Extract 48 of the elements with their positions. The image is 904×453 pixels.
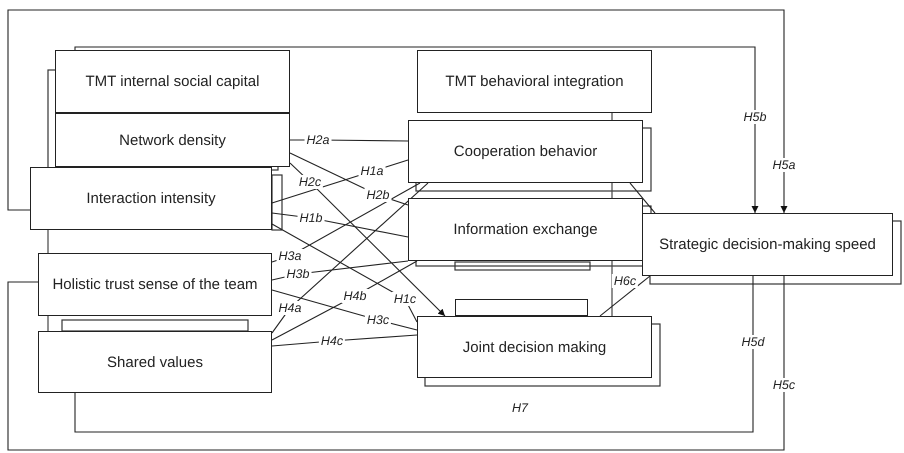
concept-box — [642, 213, 893, 276]
node-label: Joint decision making — [462, 338, 606, 356]
empty-box — [455, 299, 588, 316]
connector-line — [7, 276, 785, 451]
arrow — [74, 46, 758, 213]
edge-label: H5d — [740, 335, 766, 349]
node-label: Cooperation behavior — [454, 143, 598, 160]
arrow — [7, 9, 788, 213]
concept-box — [55, 50, 290, 113]
edge-label: H2b — [364, 188, 392, 202]
edge-label: H2c — [296, 175, 324, 189]
connector-line — [272, 224, 418, 322]
node-label: Network density — [119, 132, 226, 148]
node-label: Interaction intensity — [86, 190, 216, 207]
concept-box — [38, 331, 272, 393]
node-label: TMT behavioral integration — [445, 73, 624, 90]
edge-label: H4a — [276, 301, 304, 315]
concept-box — [38, 253, 272, 316]
connector-line — [600, 276, 650, 316]
edge-label: H2a — [304, 133, 332, 147]
arrow — [290, 162, 446, 316]
edge-label: H6c — [612, 274, 638, 288]
concept-box — [408, 120, 643, 183]
connector-line — [74, 276, 754, 433]
concept-box — [30, 167, 272, 230]
connector-line — [630, 182, 656, 214]
edge-label: H4c — [318, 334, 346, 348]
edge-label: H3b — [284, 267, 312, 281]
edge-label: H4b — [342, 289, 368, 303]
node-label: Information exchange — [453, 221, 598, 238]
edge-label: H5b — [742, 110, 768, 124]
node-label: Shared values — [107, 354, 203, 370]
edge-label: H5c — [770, 378, 798, 392]
connector-line — [272, 182, 428, 334]
concept-box — [417, 316, 652, 378]
concept-box — [417, 50, 652, 113]
concept-box — [55, 113, 290, 167]
node-label: Strategic decision-making speed — [659, 236, 876, 253]
edge-label: H1c — [392, 292, 418, 306]
edge-label: H1a — [358, 164, 386, 178]
edge-label: H3c — [364, 313, 392, 327]
node-label: TMT internal social capital — [86, 73, 260, 90]
edge-label: H1b — [298, 211, 324, 225]
edge-label: H5a — [770, 158, 798, 172]
node-label: Holistic trust sense of the team — [52, 276, 258, 293]
hypothesis-label: H7 — [510, 401, 530, 415]
concept-box — [408, 198, 643, 261]
edge-label: H3a — [276, 249, 304, 263]
